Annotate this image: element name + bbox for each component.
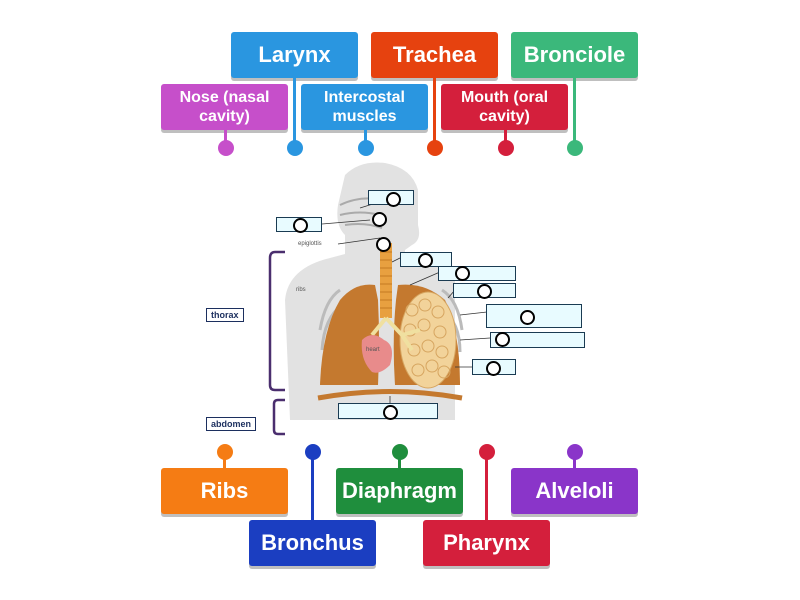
pin-dot	[479, 444, 495, 460]
bronchi-shape	[370, 316, 421, 352]
drop-marker	[495, 332, 510, 347]
pin-dot	[567, 444, 583, 460]
trachea-shape	[380, 243, 392, 318]
epiglottis-label: epiglottis	[298, 241, 322, 247]
pin-stem	[433, 78, 436, 146]
abdomen-bracket	[272, 398, 285, 436]
pin-stem	[573, 78, 576, 146]
drop-marker	[477, 284, 492, 299]
abdomen-label: abdomen	[206, 417, 257, 431]
pin-dot	[392, 444, 408, 460]
tile-larynx[interactable]: Larynx	[231, 32, 358, 78]
pin-dot	[427, 140, 443, 156]
pin-dot	[358, 140, 374, 156]
pin-stem	[504, 130, 507, 146]
tile-intercostal-muscles[interactable]: Intercostal muscles	[301, 84, 428, 130]
tile-bronchus[interactable]: Bronchus	[249, 520, 376, 566]
drop-marker	[383, 405, 398, 420]
thorax-bracket	[268, 250, 285, 392]
pin-stem	[364, 130, 367, 146]
tile-ribs[interactable]: Ribs	[161, 468, 288, 514]
heart-label: heart	[366, 347, 380, 353]
drop-marker	[293, 218, 308, 233]
drop-marker	[376, 237, 391, 252]
drop-zone[interactable]	[490, 332, 585, 348]
pin-dot	[305, 444, 321, 460]
pin-stem	[398, 452, 401, 468]
tile-trachea[interactable]: Trachea	[371, 32, 498, 78]
tile-bronciole[interactable]: Bronciole	[511, 32, 638, 78]
pin-dot	[217, 444, 233, 460]
drop-marker	[372, 212, 387, 227]
drop-marker	[520, 310, 535, 325]
tile-nose[interactable]: Nose (nasal cavity)	[161, 84, 288, 130]
pin-stem	[223, 452, 226, 468]
pin-dot	[498, 140, 514, 156]
pin-stem	[224, 130, 227, 146]
heart-shape	[361, 335, 392, 373]
thorax-label: thorax	[206, 308, 244, 322]
pin-dot	[287, 140, 303, 156]
drop-zone[interactable]	[438, 266, 516, 281]
tile-mouth[interactable]: Mouth (oral cavity)	[441, 84, 568, 130]
tile-diaphragm[interactable]: Diaphragm	[336, 468, 463, 514]
drop-marker	[386, 192, 401, 207]
pin-stem	[485, 452, 488, 522]
pin-dot	[567, 140, 583, 156]
pin-stem	[311, 452, 314, 522]
drop-marker	[418, 253, 433, 268]
pin-dot	[218, 140, 234, 156]
ribs-label: ribs	[296, 287, 306, 293]
tile-pharynx[interactable]: Pharynx	[423, 520, 550, 566]
drop-marker	[455, 266, 470, 281]
drop-zone[interactable]	[486, 304, 582, 328]
pin-stem	[573, 452, 576, 468]
diaphragm-shape	[317, 389, 463, 401]
tile-alveloli[interactable]: Alveloli	[511, 468, 638, 514]
drop-marker	[486, 361, 501, 376]
pin-stem	[293, 78, 296, 146]
